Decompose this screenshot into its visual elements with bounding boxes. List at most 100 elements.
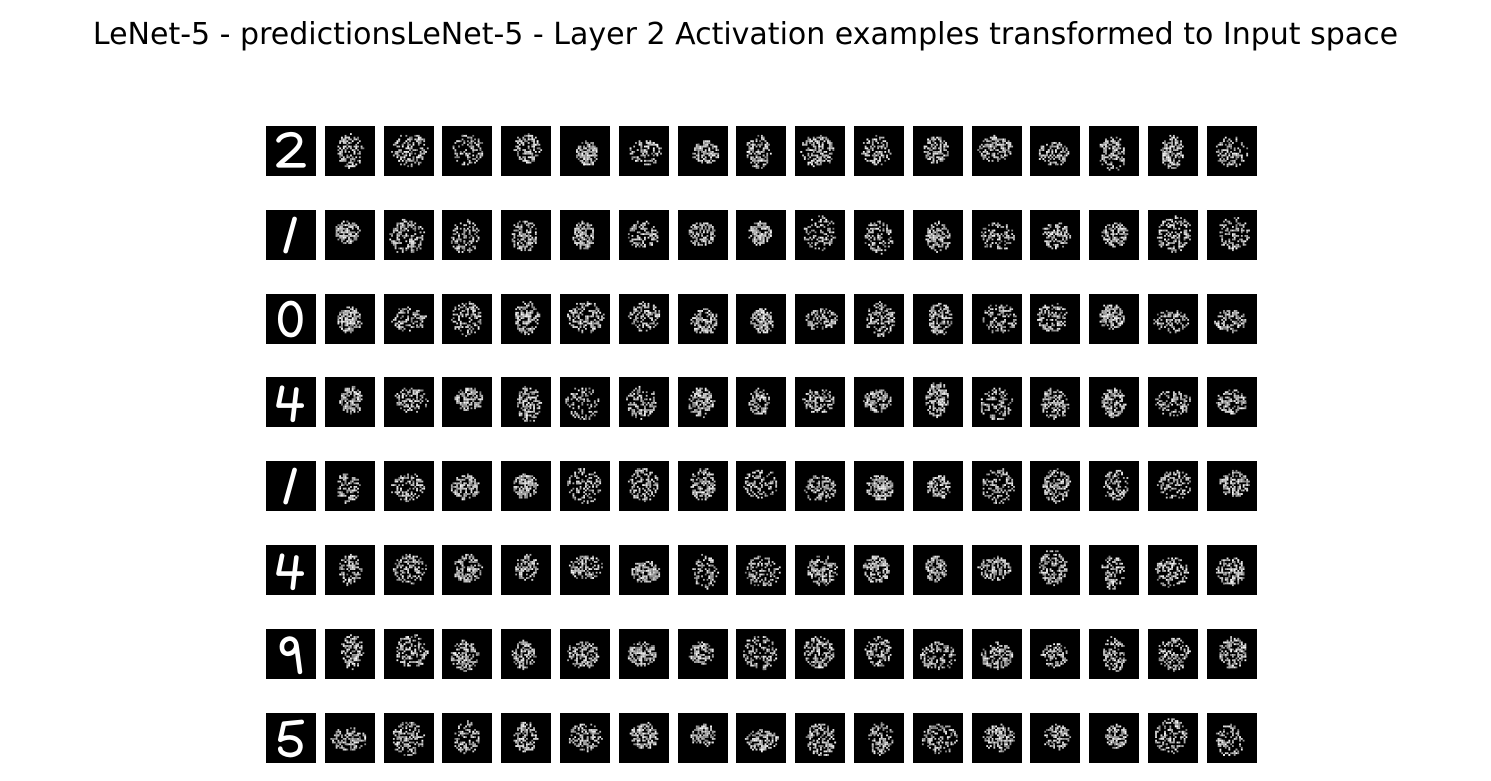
activation-tile (384, 461, 434, 511)
activation-tile (384, 377, 434, 427)
activation-tile (1207, 545, 1257, 595)
activation-tile (678, 294, 728, 344)
activation-tile (736, 126, 786, 176)
activation-tile (972, 294, 1022, 344)
activation-tile (795, 210, 845, 260)
activation-tile (560, 294, 610, 344)
activation-tile (384, 629, 434, 679)
input-digit-tile (266, 210, 316, 260)
activation-tile (972, 461, 1022, 511)
activation-tile (972, 713, 1022, 763)
activation-tile (913, 629, 963, 679)
activation-tile (1030, 126, 1080, 176)
activation-tile (736, 629, 786, 679)
activation-tile (854, 545, 904, 595)
activation-tile (619, 461, 669, 511)
activation-tile (1207, 126, 1257, 176)
activation-tile (795, 126, 845, 176)
activation-tile (1030, 377, 1080, 427)
input-digit-tile (266, 629, 316, 679)
activation-tile (384, 545, 434, 595)
activation-tile (619, 545, 669, 595)
activation-tile (1030, 545, 1080, 595)
activation-tile (972, 545, 1022, 595)
activation-tile (795, 713, 845, 763)
activation-tile (325, 629, 375, 679)
activation-tile (1148, 294, 1198, 344)
activation-tile (736, 461, 786, 511)
activation-tile (854, 210, 904, 260)
activation-tile (854, 629, 904, 679)
activation-tile (1089, 461, 1139, 511)
activation-tile (854, 713, 904, 763)
activation-tile (442, 461, 492, 511)
activation-tile (913, 210, 963, 260)
activation-tile (678, 461, 728, 511)
activation-tile (384, 210, 434, 260)
activation-tile (442, 545, 492, 595)
activation-tile (1089, 713, 1139, 763)
activation-tile (972, 210, 1022, 260)
activation-tile (560, 126, 610, 176)
activation-tile (325, 377, 375, 427)
activation-tile (854, 461, 904, 511)
input-digit-tile (266, 545, 316, 595)
input-digit-tile (266, 294, 316, 344)
activation-tile (501, 629, 551, 679)
activation-tile (678, 545, 728, 595)
activation-tile (1089, 126, 1139, 176)
activation-tile (501, 377, 551, 427)
activation-tile (325, 545, 375, 595)
activation-tile (501, 461, 551, 511)
activation-tile (913, 545, 963, 595)
activation-tile (1207, 629, 1257, 679)
activation-tile (442, 713, 492, 763)
activation-tile (442, 210, 492, 260)
activation-tile (619, 629, 669, 679)
activation-tile (1030, 461, 1080, 511)
activation-tile (1089, 210, 1139, 260)
activation-tile (678, 126, 728, 176)
activation-tile (560, 377, 610, 427)
activation-tile (854, 377, 904, 427)
activation-tile (913, 126, 963, 176)
activation-tile (619, 294, 669, 344)
activation-tile (1030, 629, 1080, 679)
activation-tile (560, 461, 610, 511)
activation-tile (1148, 629, 1198, 679)
activation-tile (736, 545, 786, 595)
activation-tile (1089, 377, 1139, 427)
activation-tile (1207, 210, 1257, 260)
activation-tile (913, 377, 963, 427)
activation-tile (501, 294, 551, 344)
activation-tile (1207, 294, 1257, 344)
activation-tile (442, 629, 492, 679)
activation-tile (1148, 545, 1198, 595)
activation-tile (560, 713, 610, 763)
activation-tile (1207, 713, 1257, 763)
activation-tile (1030, 713, 1080, 763)
activation-tile (972, 377, 1022, 427)
activation-tile (384, 126, 434, 176)
activation-tile (442, 294, 492, 344)
activation-tile (795, 294, 845, 344)
input-digit-tile (266, 713, 316, 763)
activation-tile (795, 377, 845, 427)
activation-tile (1148, 377, 1198, 427)
activation-tile (501, 210, 551, 260)
activation-tile (384, 294, 434, 344)
activation-tile (736, 713, 786, 763)
activation-tile (1207, 377, 1257, 427)
activation-tile (325, 210, 375, 260)
input-digit-tile (266, 461, 316, 511)
activation-tile (1089, 545, 1139, 595)
activation-tile (1148, 210, 1198, 260)
activation-tile (501, 126, 551, 176)
activation-tile (854, 294, 904, 344)
activation-tile (325, 126, 375, 176)
activation-tile (678, 629, 728, 679)
activation-tile (1148, 126, 1198, 176)
activation-tile (619, 210, 669, 260)
activation-tile (795, 629, 845, 679)
